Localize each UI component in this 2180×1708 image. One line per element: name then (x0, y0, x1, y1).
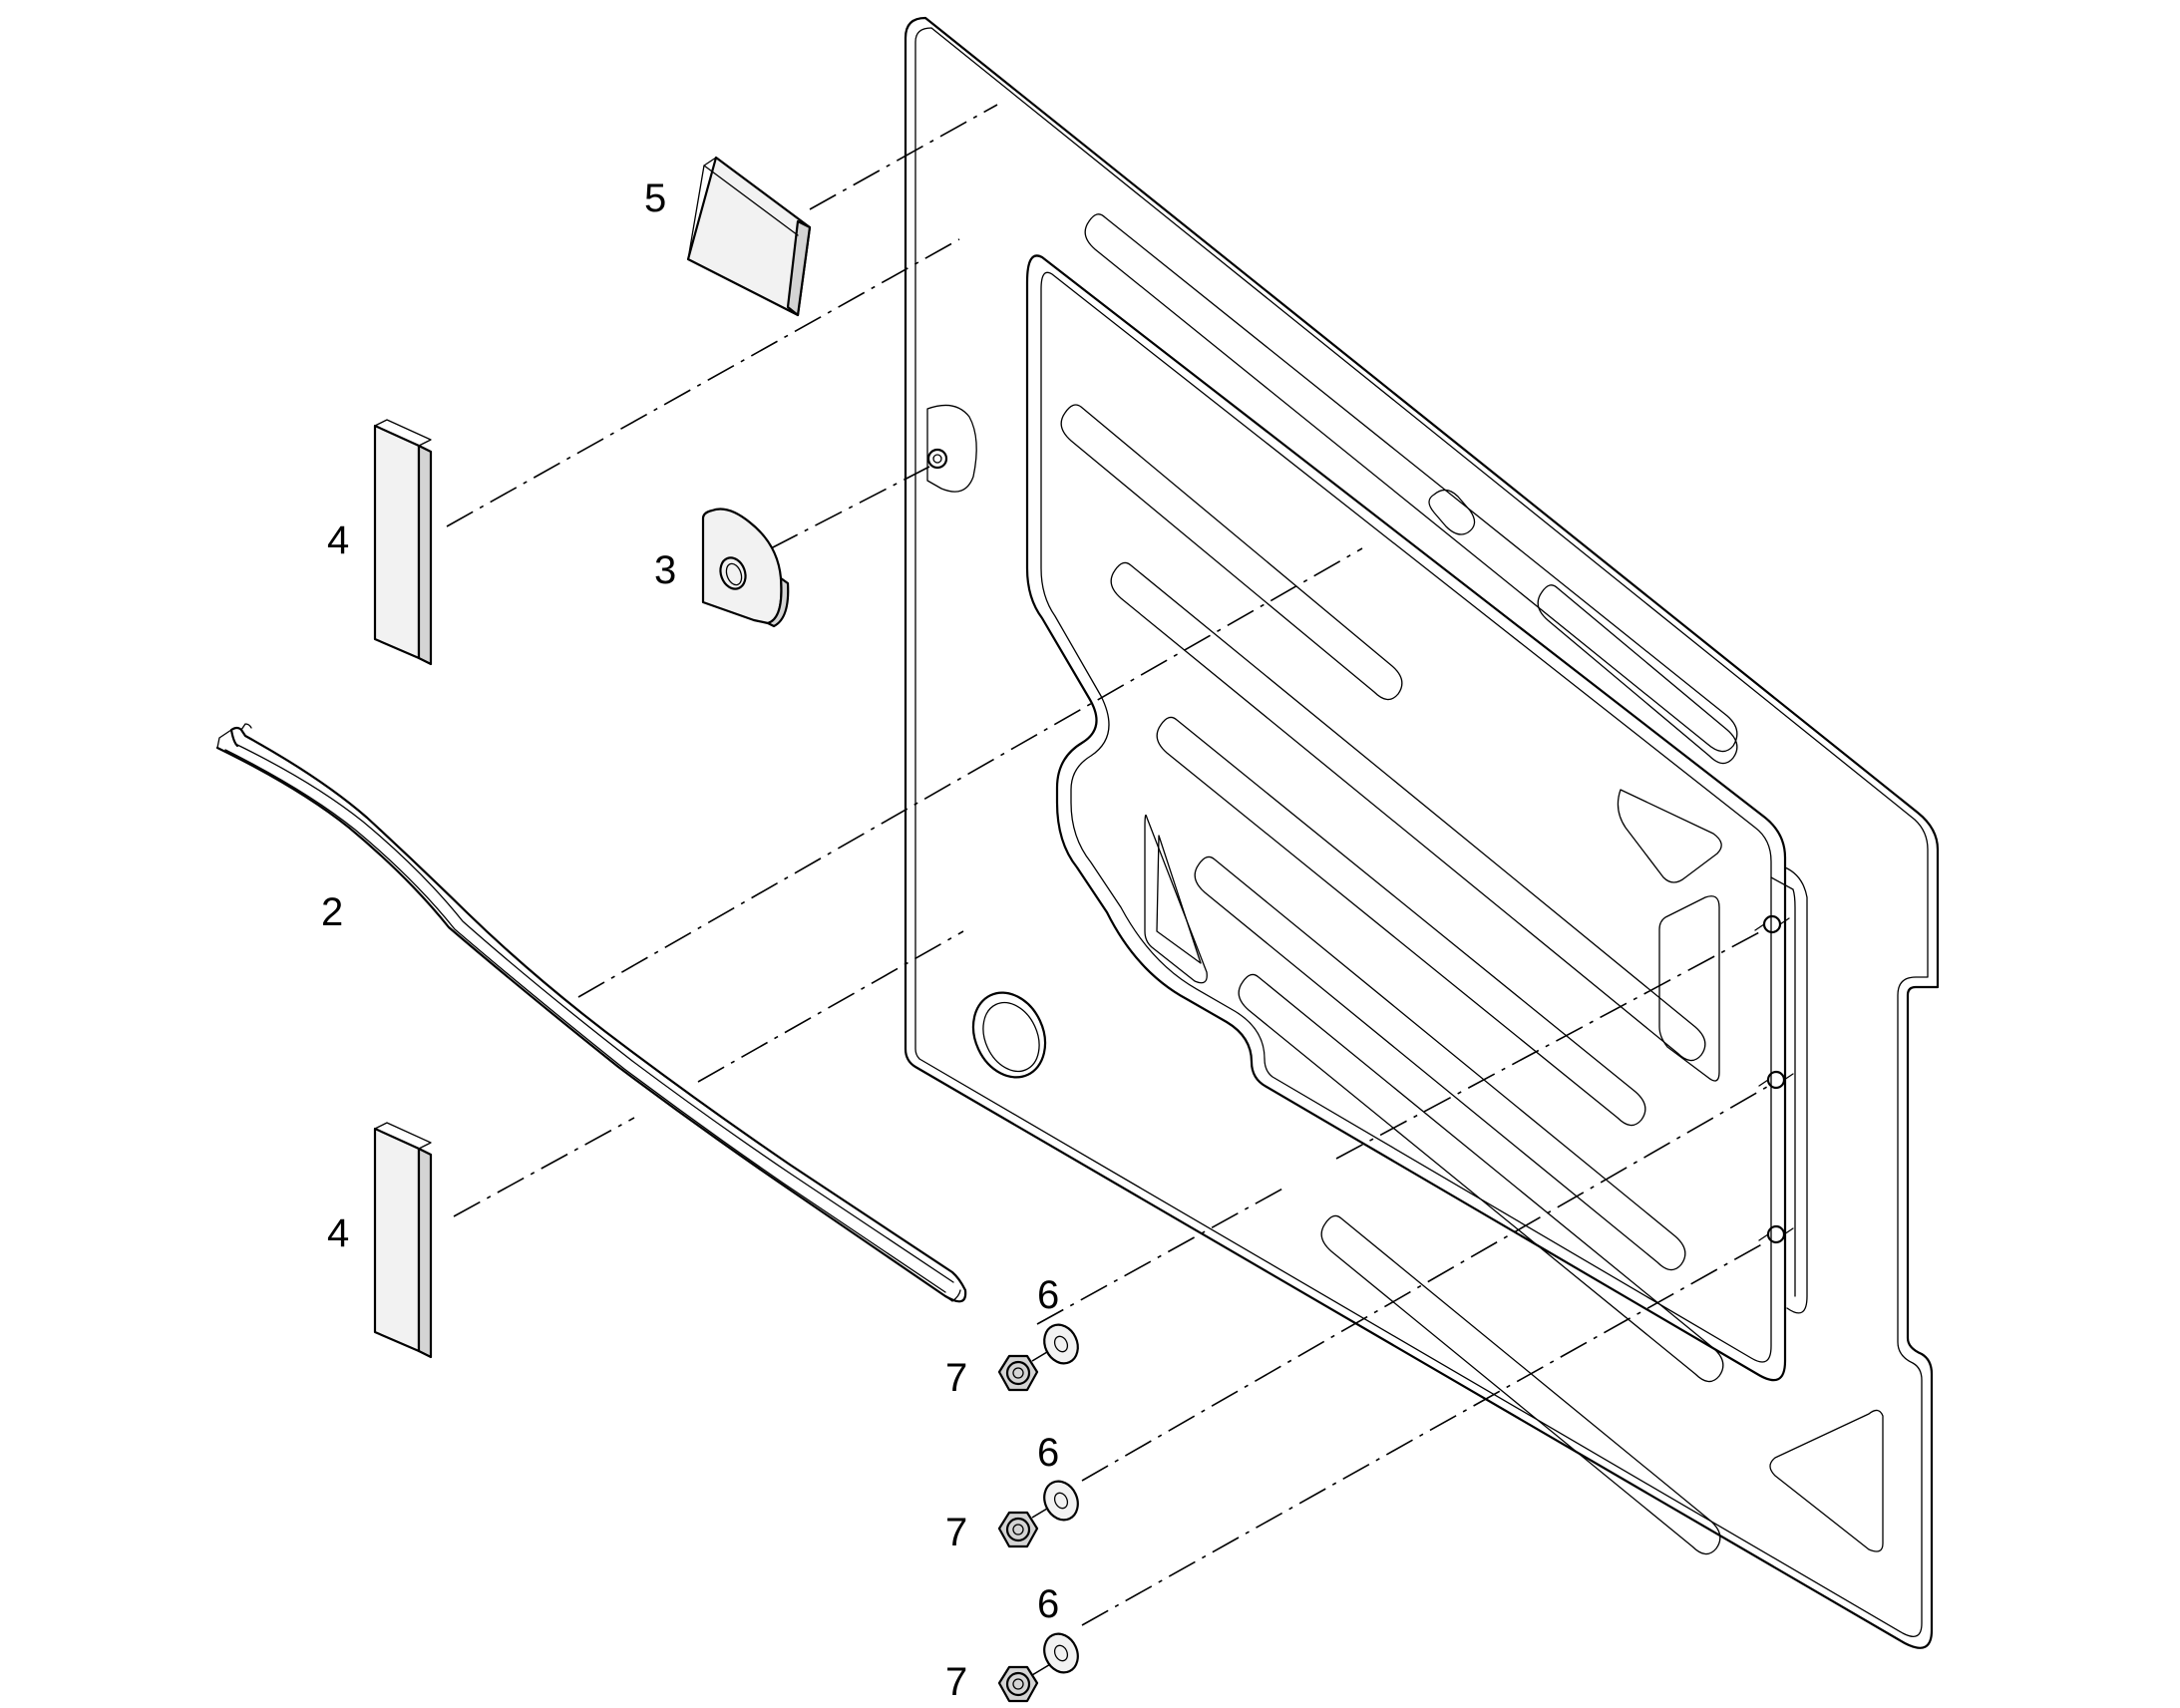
callout-6-bottom: 6 (1037, 1582, 1059, 1626)
stud-top (1754, 914, 1790, 934)
leader-part-2 (577, 547, 1363, 998)
leader-bolt-bottom (1081, 1240, 1768, 1626)
callout-3: 3 (654, 548, 676, 592)
leader-bolt-top-b (1335, 929, 1764, 1160)
washer-nut-set-bottom (997, 1632, 1079, 1703)
panel-triangles (1144, 789, 1884, 1552)
panel-round-hole (971, 991, 1047, 1079)
leader-part-4-lower (453, 1117, 635, 1217)
main-panel (904, 16, 1940, 1649)
leader-bolt-mid (1081, 1086, 1768, 1482)
part-4-strip-lower (373, 1122, 433, 1359)
part-6-washer-middle (1043, 1480, 1079, 1522)
stud-bottom (1758, 1224, 1794, 1244)
part-4-strip-upper (373, 419, 433, 666)
callout-5: 5 (644, 176, 666, 220)
part-3-washer-plate (701, 508, 790, 628)
leader-part-3 (770, 466, 930, 549)
part-6-washer-top (1043, 1323, 1079, 1365)
callout-6-middle: 6 (1037, 1431, 1059, 1475)
washer-nut-set-middle (997, 1480, 1079, 1548)
leader-bolt-top-a (1036, 1186, 1287, 1325)
panel-studs (1754, 914, 1794, 1244)
part-7-nut-bottom (997, 1665, 1039, 1703)
callout-7-bottom: 7 (945, 1660, 967, 1704)
leader-part-4-upper (446, 238, 960, 527)
part-6-washer-bottom (1043, 1632, 1079, 1674)
leader-part-5 (809, 104, 998, 210)
panel-slots (1060, 213, 1738, 1555)
callout-4-lower: 4 (327, 1211, 349, 1255)
part-7-nut-top (997, 1354, 1039, 1392)
washer-nut-set-top (997, 1323, 1079, 1392)
part-5-pad (686, 156, 812, 317)
leader-lines (446, 104, 1768, 1676)
callout-2: 2 (321, 890, 343, 934)
panel-mounting-boss (926, 404, 977, 493)
callout-7-middle: 7 (945, 1511, 967, 1554)
callout-4-upper: 4 (327, 518, 349, 562)
leader-part-4-lower-b (697, 930, 964, 1083)
part-2-rubber-strip (215, 723, 967, 1303)
callout-labels: 5 4 3 2 4 6 7 6 7 6 7 (321, 176, 1059, 1704)
callout-6-top: 6 (1037, 1273, 1059, 1317)
callout-7-top: 7 (945, 1356, 967, 1400)
stud-middle (1758, 1070, 1794, 1090)
part-7-nut-middle (997, 1511, 1039, 1548)
